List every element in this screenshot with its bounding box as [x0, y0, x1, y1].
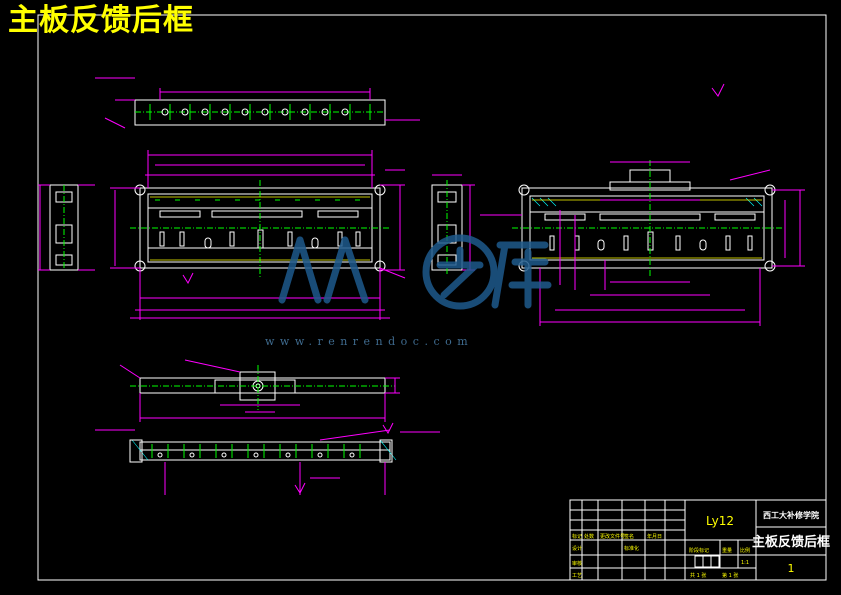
- tb-label-signature: 签名: [624, 533, 634, 540]
- watermark-url: www.renrendoc.com: [265, 335, 473, 348]
- tb-label-total-sheets: 共 1 张: [690, 572, 706, 579]
- tb-label-weight: 重量: [722, 547, 732, 554]
- tb-scale-value: 1:1: [741, 560, 749, 566]
- bottom-section-view: [95, 429, 440, 495]
- tb-label-stage: 阶段标记: [689, 547, 709, 554]
- tb-label-design: 设计: [572, 545, 582, 552]
- tb-label-standardization: 标准化: [624, 545, 639, 552]
- tb-label-change-doc: 更改文件号: [600, 533, 625, 540]
- title-block-school: 西工大补修学院: [763, 510, 819, 520]
- tb-label-mark: 标记: [572, 533, 582, 540]
- main-front-view: [110, 150, 406, 320]
- watermark: www.renrendoc.com: [265, 234, 552, 348]
- title-block-small-labels: 标记 处数 更改文件号 签名 年月日 设计 标准化 阶段标记 重量 比例 审核 …: [572, 533, 750, 579]
- tb-label-count: 处数: [584, 533, 594, 540]
- roughness-symbols: [182, 83, 725, 495]
- drawing-border: [37, 14, 827, 581]
- title-block: [569, 499, 827, 581]
- lower-bar-view: [119, 359, 400, 422]
- tb-label-process: 工艺: [572, 573, 582, 579]
- top-rail-view: [95, 77, 420, 129]
- title-block-part-name: 主板反馈后框: [752, 534, 830, 550]
- tb-label-sheet-no: 第 1 张: [722, 572, 738, 579]
- tb-label-date: 年月日: [647, 533, 662, 540]
- drawing-title: 主板反馈后框: [8, 3, 194, 38]
- tb-label-review: 审核: [572, 560, 582, 567]
- tb-label-scale: 比例: [740, 547, 750, 554]
- title-block-material: Ly12: [706, 514, 734, 528]
- left-side-view: [38, 184, 95, 271]
- title-block-count: 1: [788, 562, 795, 575]
